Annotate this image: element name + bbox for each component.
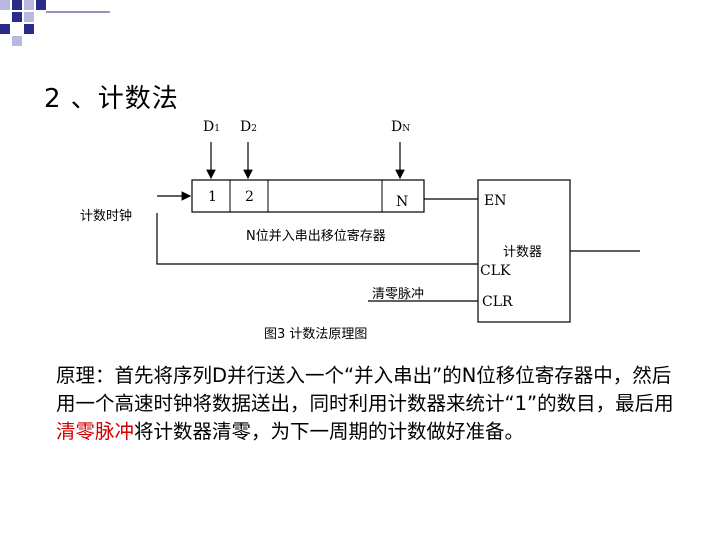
counter-label: 计数器 [503,245,542,260]
diagram-caption: 图3 计数法原理图 [264,327,367,342]
principle-paragraph: 原理：首先将序列D并行送入一个“并入串出”的N位移位寄存器中，然后用一个高速时钟… [56,362,676,446]
pin-en: EN [484,193,506,209]
input-label-d2: D2 [240,119,257,135]
paragraph-text-before: 原理：首先将序列D并行送入一个“并入串出”的N位移位寄存器中，然后用一个高速时钟… [56,364,674,415]
paragraph-highlight: 清零脉冲 [56,420,135,443]
input-label-d1: D1 [203,119,220,135]
clock-line [156,213,478,265]
pin-clr: CLR [482,294,513,310]
section-heading: 2 、计数法 [44,84,179,114]
corner-decoration [0,0,110,46]
shift-register-box [191,179,425,213]
clock-label: 计数时钟 [80,208,132,224]
register-cell-2: 2 [245,189,254,205]
register-label: N位并入串出移位寄存器 [246,228,386,244]
register-cell-n: N [396,194,408,210]
paragraph-text-after: 将计数器清零，为下一周期的计数做好准备。 [134,420,525,443]
pin-clk: CLK [480,263,511,279]
register-cell-1: 1 [208,189,217,205]
input-label-dn: DN [391,119,410,135]
clear-pulse-label: 清零脉冲 [372,287,424,302]
